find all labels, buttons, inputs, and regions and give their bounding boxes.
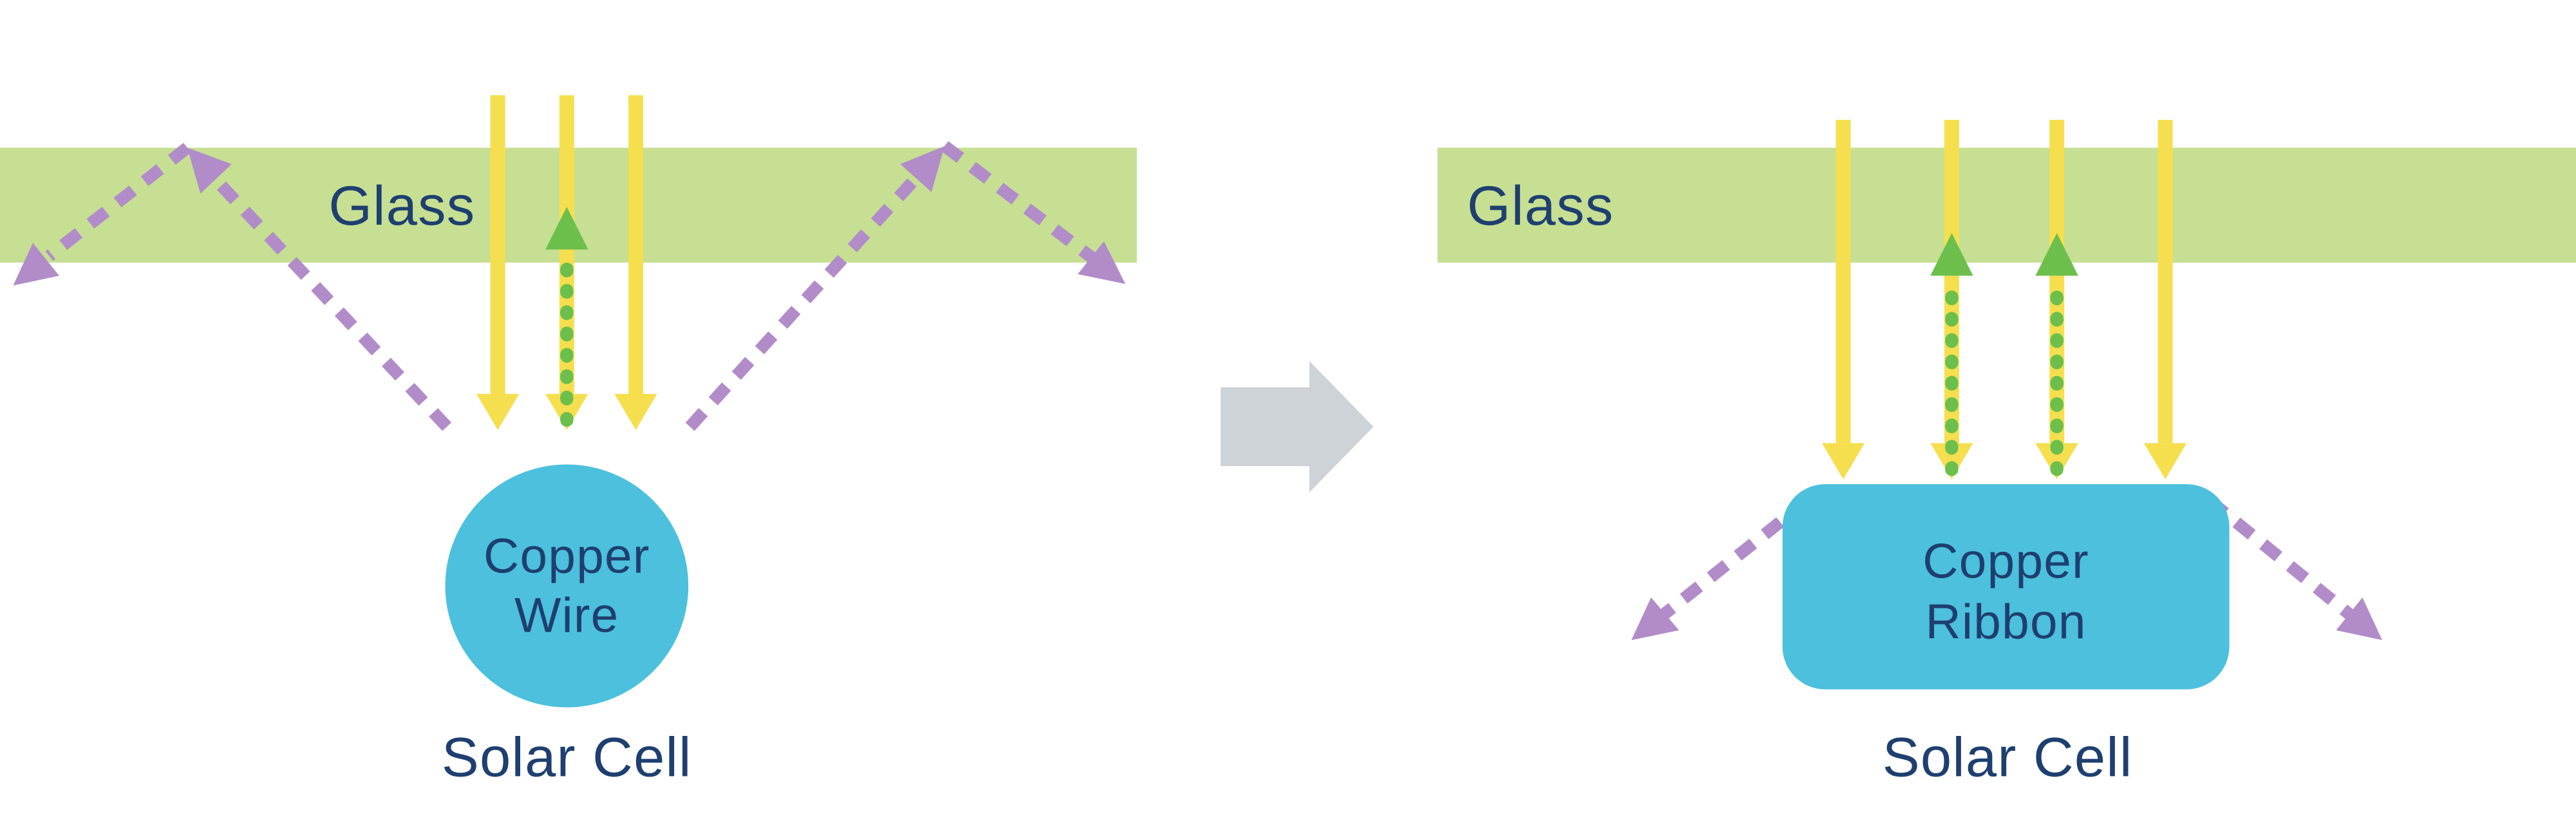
after-panel: Glass Copper Ribbon Solar Cell (1437, 120, 2576, 789)
transition-arrow-icon (1220, 361, 1374, 493)
solar-cell-label: Solar Cell (442, 727, 692, 789)
scattered-light-arrowhead (1631, 597, 1679, 641)
scattered-light-arrowhead (2336, 597, 2382, 641)
incident-light-arrowhead (2143, 443, 2187, 480)
scattered-light-ray (1659, 495, 1811, 621)
reflected-light-arrowhead (1930, 232, 1973, 276)
incident-light-arrowhead (476, 393, 520, 430)
copper-ribbon-shape (1782, 484, 2230, 690)
glass-label: Glass (328, 175, 475, 237)
copper-wire-shape (445, 464, 689, 708)
scattered-light-arrowhead (187, 147, 232, 194)
copper-wire-label-line2: Wire (514, 588, 619, 643)
reflected-light-arrowhead (545, 207, 588, 250)
before-panel: Glass Copper Wire Solar Cell (0, 95, 1137, 789)
incident-light-arrowhead (614, 393, 657, 430)
scattered-light-ray (45, 142, 191, 261)
glass-layer (1437, 147, 2576, 263)
reflected-light-arrowhead (2035, 232, 2078, 276)
scattered-light-arrowhead (13, 243, 59, 286)
scattered-light-ray (941, 141, 1098, 265)
scattered-light-arrowhead (900, 146, 945, 193)
scattered-light-ray (209, 173, 452, 431)
incident-light-arrowhead (1821, 443, 1865, 480)
scattered-light-arrowhead (1077, 241, 1125, 284)
glass-label: Glass (1467, 175, 1614, 237)
copper-wire-label-line1: Copper (484, 529, 650, 584)
copper-ribbon-label-line2: Ribbon (1925, 595, 2086, 650)
scattered-light-ray (685, 173, 921, 431)
scattered-light-ray (2205, 496, 2355, 621)
copper-ribbon-label-line1: Copper (1923, 534, 2089, 588)
incident-light-arrowhead (545, 393, 588, 430)
solar-cell-label: Solar Cell (1883, 727, 2133, 789)
